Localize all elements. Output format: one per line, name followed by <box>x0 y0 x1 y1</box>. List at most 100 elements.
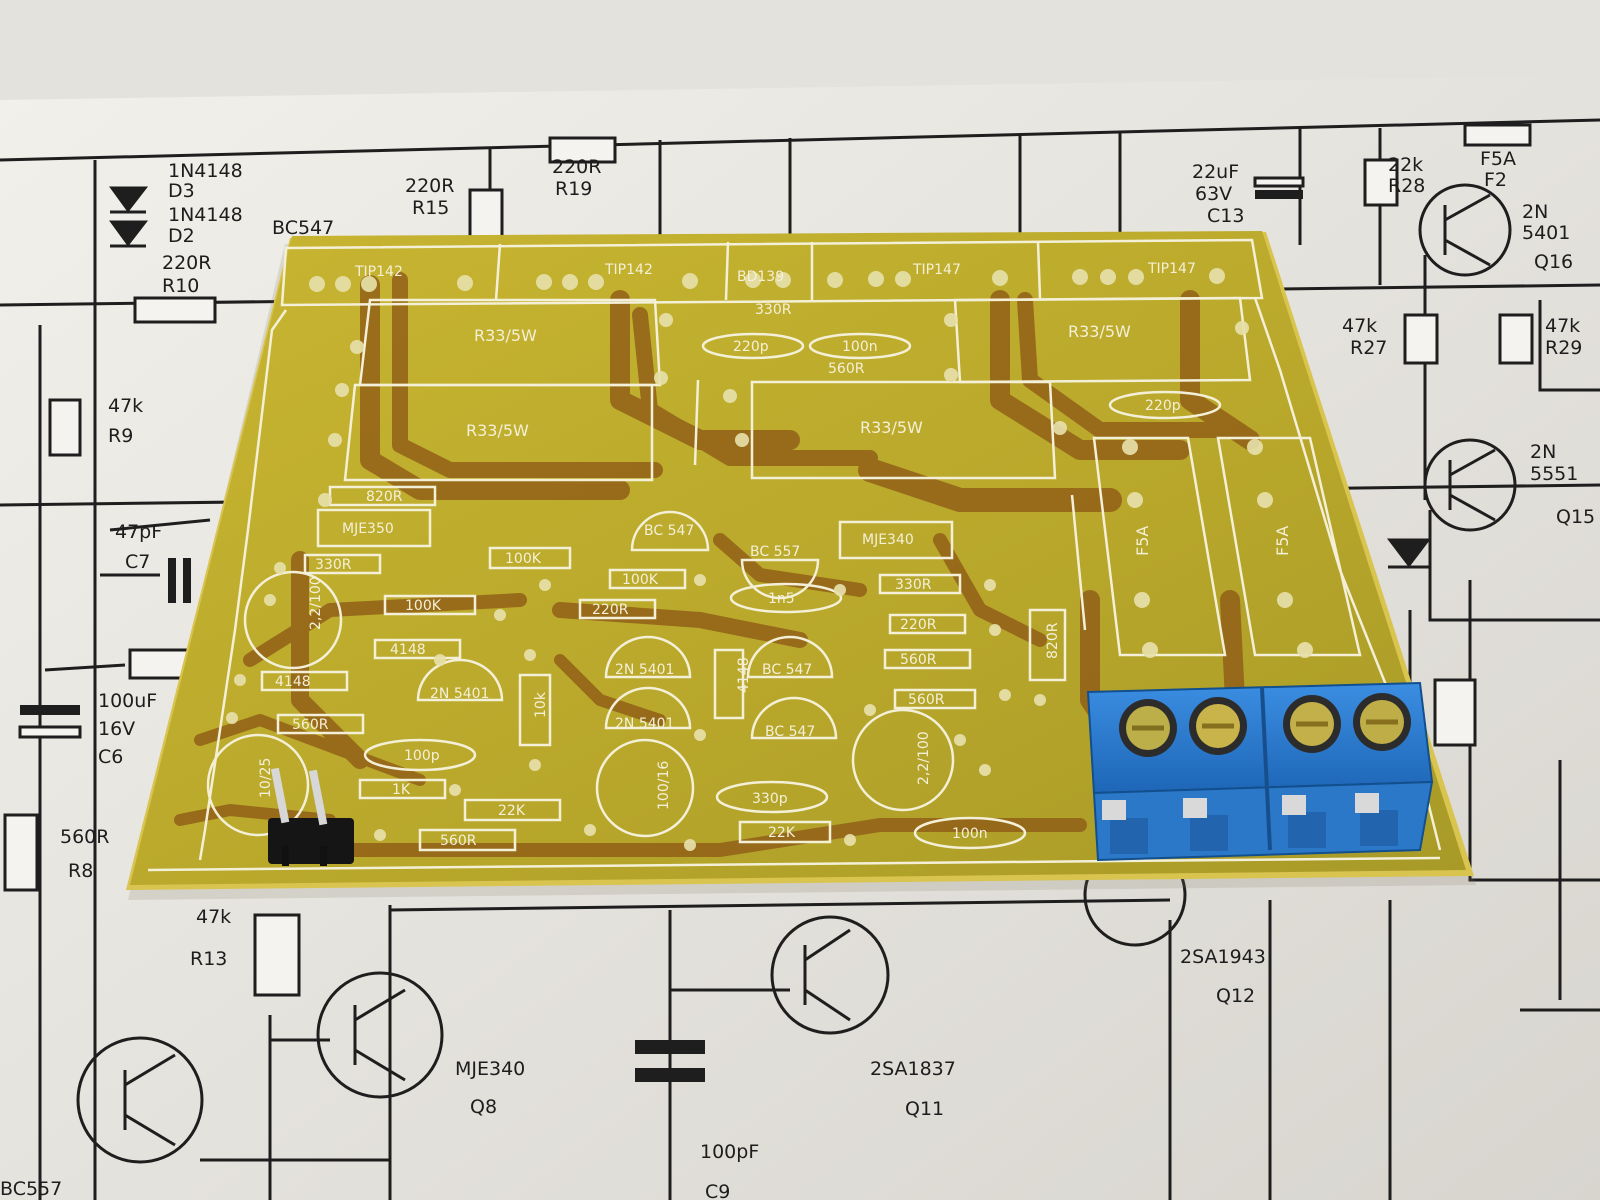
label-c9-val: 100pF <box>700 1141 759 1163</box>
pcb-label-bd139: BD139 <box>737 269 784 285</box>
resistor-r29 <box>1498 313 1534 365</box>
capacitor-c9-b <box>635 1068 705 1082</box>
label-d3-part: 1N4148 <box>168 160 243 182</box>
pcb-label-r560-d: 560R <box>292 717 329 733</box>
transistor-q11 <box>770 915 890 1035</box>
header-pins <box>268 767 354 866</box>
pcb-label-tip147-b: TIP147 <box>1147 261 1196 277</box>
pcb-label-c1n5: 1n5 <box>768 591 795 607</box>
pcb-label-q2n5401-b: 2N 5401 <box>615 662 674 678</box>
pcb-label-f5a-b: F5A <box>1273 526 1292 556</box>
pcb-label-tip142-b: TIP142 <box>604 262 653 278</box>
label-r28-val: 22k <box>1388 154 1423 176</box>
label-q15-part-b: 5551 <box>1530 463 1578 485</box>
terminal-screw-4 <box>1353 693 1411 751</box>
pcb-label-d4148-b: 4148 <box>275 674 311 690</box>
label-c6-ref: C6 <box>98 746 123 768</box>
pcb-label-r22k-a: 22K <box>498 803 526 819</box>
capacitor-c7-b <box>183 558 191 603</box>
pcb-label-mje340: MJE340 <box>862 532 914 548</box>
schematic-resistors <box>3 123 1534 997</box>
schematic-labels: 1N4148 D3 1N4148 D2 BC547 220R R10 220R … <box>0 148 1595 1200</box>
transistor-q8 <box>316 971 444 1099</box>
pcb-label-r100k-b: 100K <box>622 572 659 588</box>
pcb-label-r220-b: 220R <box>900 617 937 633</box>
pcb-label-q2n5401-a: 2N 5401 <box>430 686 489 702</box>
transistor-q15 <box>1423 438 1517 532</box>
pcb-label-c100p: 100p <box>404 748 440 764</box>
resistor-r27 <box>1403 313 1439 365</box>
label-r10-val: 220R <box>162 252 211 274</box>
pcb-label-tip147-a: TIP147 <box>912 262 961 278</box>
label-q16-part-a: 2N <box>1522 201 1548 223</box>
label-c9-ref: C9 <box>705 1181 730 1200</box>
pcb-label-d4148-a: 4148 <box>390 642 426 658</box>
label-d3-ref: D3 <box>168 180 195 202</box>
label-r8-val: 560R <box>60 826 109 848</box>
pcb-label-c2-2-100-b: 2,2/100 <box>916 731 932 785</box>
pcb-label-bc547-a: BC 547 <box>644 523 694 539</box>
pcb-pads <box>226 268 1313 851</box>
schematic-lines <box>0 118 1600 1200</box>
pcb-label-c100n-b: 100n <box>952 826 988 842</box>
label-f2-val: F5A <box>1480 148 1516 170</box>
label-r8-ref: R8 <box>68 860 93 882</box>
diode-d3 <box>109 186 149 213</box>
transistor-q16 <box>1418 183 1512 277</box>
label-q16-ref: Q16 <box>1534 251 1573 273</box>
terminal-block-pair <box>1086 681 1434 862</box>
label-r10-ref: R10 <box>162 275 199 297</box>
pcb-label-c100n-a: 100n <box>842 339 878 355</box>
label-f2-ref: F2 <box>1484 169 1507 191</box>
label-d2-ref: D2 <box>168 225 195 247</box>
pcb-label-q2n5401-c: 2N 5401 <box>615 716 674 732</box>
transistor-bottom-left <box>76 1036 204 1164</box>
resistor-r8 <box>3 813 39 892</box>
label-q8-ref: Q8 <box>470 1096 497 1118</box>
pcb-label-r33-5w-c: R33/5W <box>466 421 529 440</box>
label-bc547-top: BC547 <box>272 217 334 239</box>
capacitor-c9-a <box>635 1040 705 1054</box>
label-q16-part-b: 5401 <box>1522 222 1570 244</box>
label-r28-ref: R28 <box>1388 175 1425 197</box>
pcb-label-r560-c: 560R <box>908 692 945 708</box>
resistor-r13 <box>253 913 301 997</box>
diode-right <box>1386 538 1432 568</box>
label-q15-ref: Q15 <box>1556 506 1595 528</box>
label-r29-val: 47k <box>1545 315 1580 337</box>
label-r13-val: 47k <box>196 906 231 928</box>
resistor-r9 <box>48 398 82 457</box>
label-r9-ref: R9 <box>108 425 133 447</box>
pcb-label-bc547-c: BC 547 <box>765 724 815 740</box>
terminal-screw-1 <box>1119 699 1177 757</box>
capacitor-c6-a <box>20 705 80 715</box>
pcb-label-r22k-b: 22K <box>768 825 796 841</box>
pcb-label-r560-e: 560R <box>440 833 477 849</box>
label-q12-part: 2SA1943 <box>1180 946 1266 968</box>
label-bc557-bottom: BC557 <box>0 1178 62 1200</box>
paper-top-shadow <box>0 0 1600 100</box>
pcb-silkscreen-outlines <box>147 238 1442 872</box>
label-r29-ref: R29 <box>1545 337 1582 359</box>
pcb-label-r100k-a: 100K <box>505 551 542 567</box>
capacitor-c6-b <box>18 725 82 739</box>
capacitor-c13-b <box>1253 176 1305 188</box>
terminal-screw-2 <box>1189 697 1247 755</box>
pcb-label-mje350: MJE350 <box>342 521 394 537</box>
pcb-label-bc547-b: BC 547 <box>762 662 812 678</box>
pcb-label-d4148-c: 4148 <box>736 657 752 693</box>
label-q15-part-a: 2N <box>1530 441 1556 463</box>
label-r19-ref: R19 <box>555 178 592 200</box>
label-r15-val: 220R <box>405 175 454 197</box>
label-c13-ref: C13 <box>1207 205 1244 227</box>
pcb-label-r1k: 1K <box>392 782 411 798</box>
schematic-diodes <box>109 186 1432 569</box>
pcb-labels: TIP142 TIP142 BD139 TIP147 TIP147 330R R… <box>258 261 1292 849</box>
label-q11-ref: Q11 <box>905 1098 944 1120</box>
pcb-label-c330p: 330p <box>752 791 788 807</box>
label-q11-part: 2SA1837 <box>870 1058 956 1080</box>
schematic-capacitors <box>20 190 1303 1082</box>
pcb-label-f5a-a: F5A <box>1133 526 1152 556</box>
pcb-label-r560-b: 560R <box>900 652 937 668</box>
